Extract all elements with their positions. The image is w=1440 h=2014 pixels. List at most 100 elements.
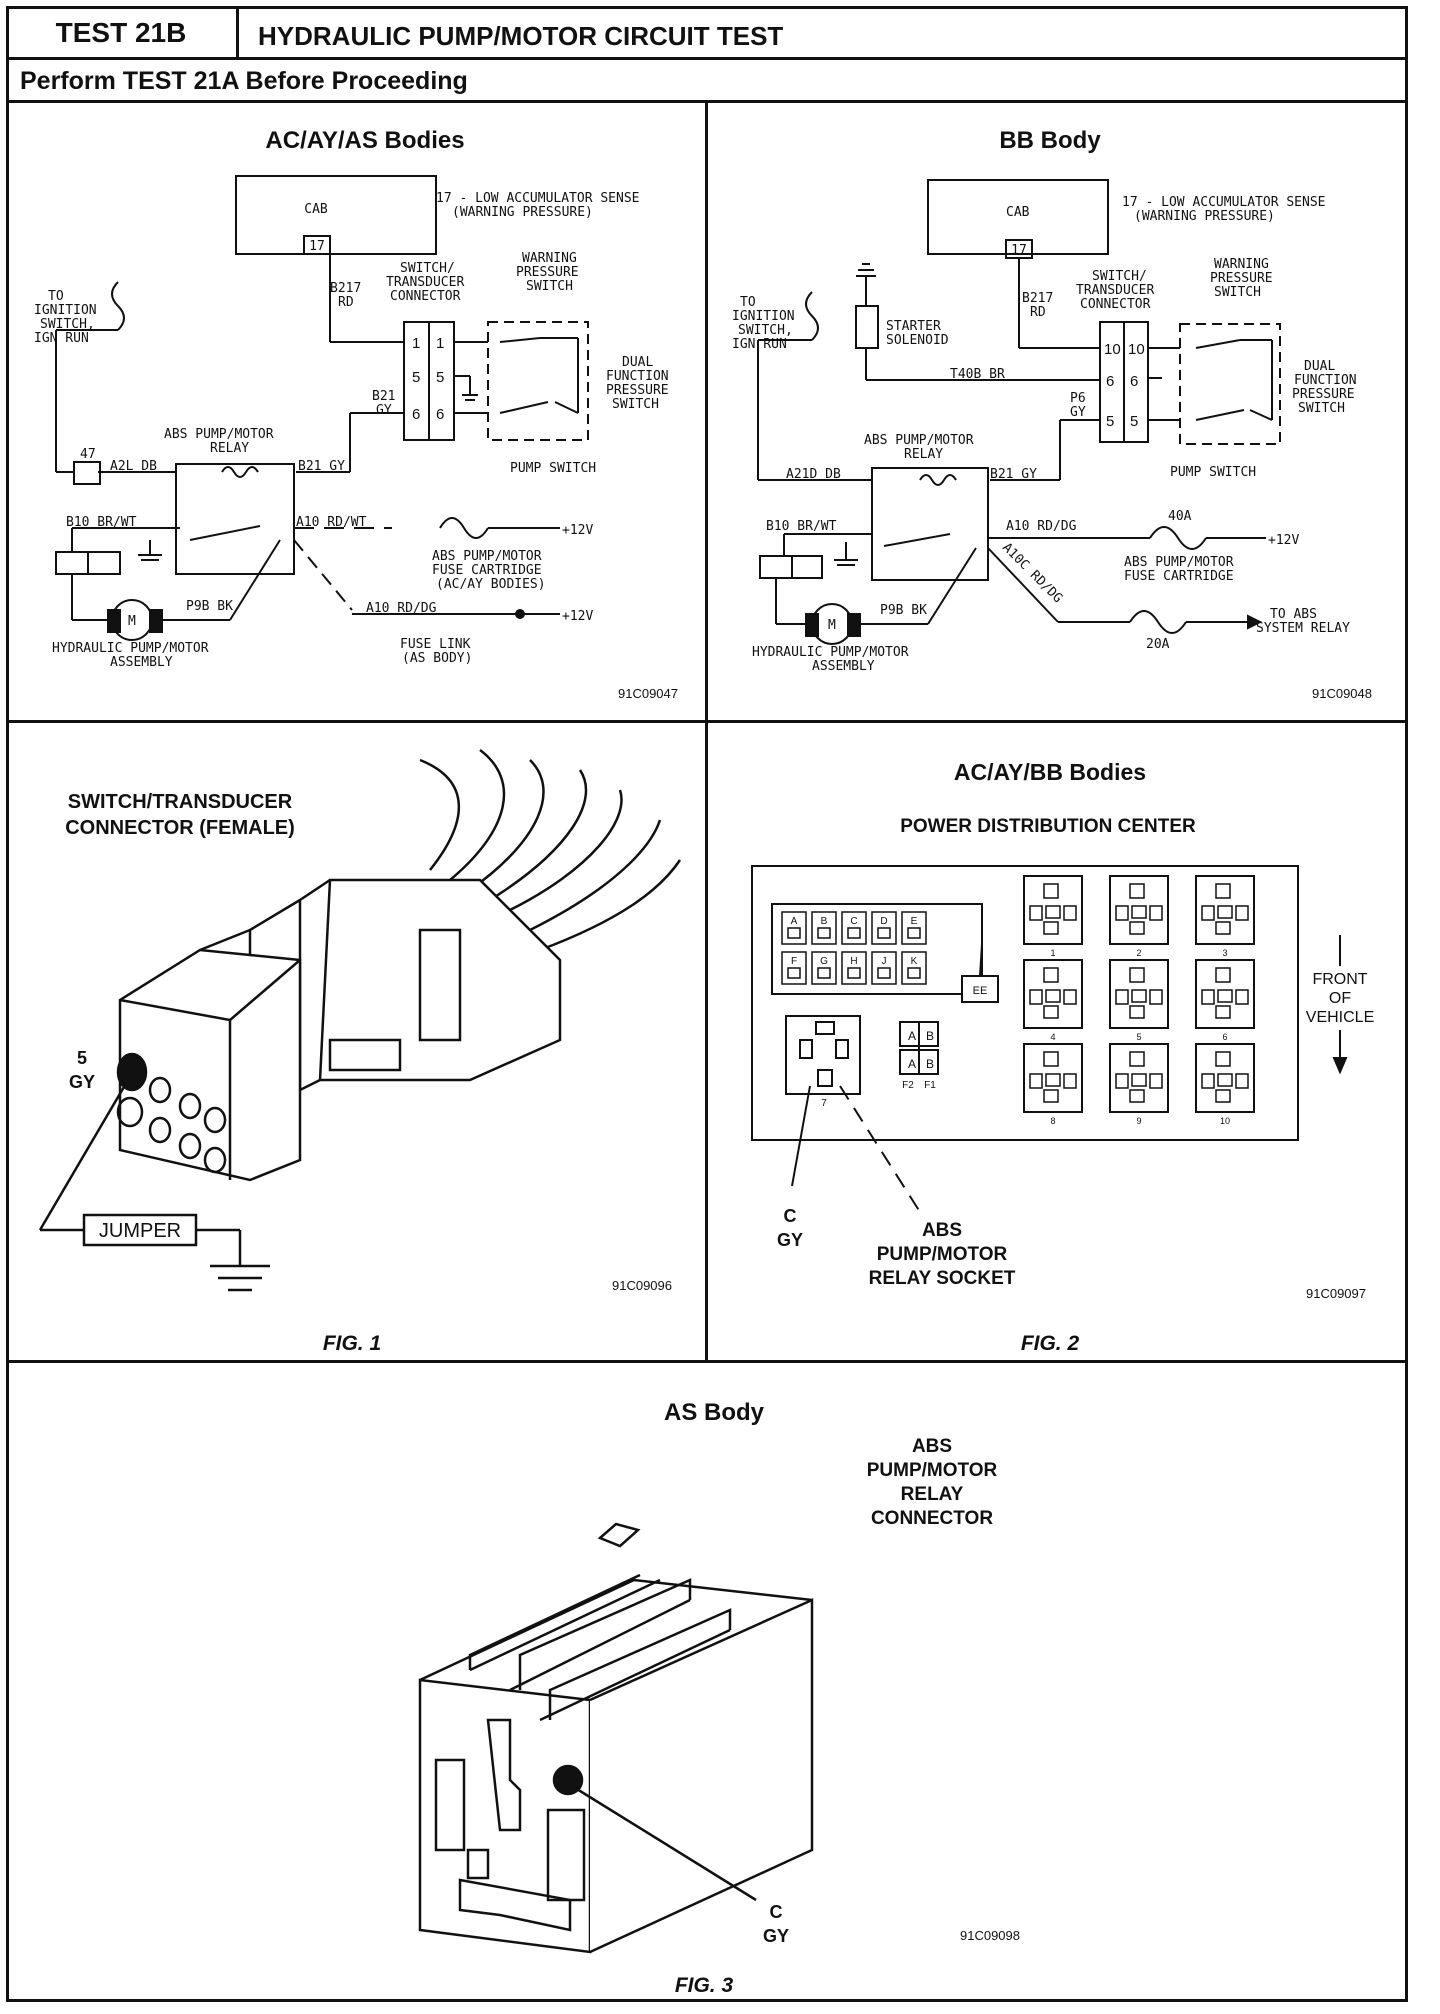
bb-schematic: [757, 179, 1281, 645]
fuse-cartridge-label: ABS PUMP/MOTOR: [1124, 555, 1234, 570]
cab-pin: 17: [309, 239, 325, 254]
socket-label: PUMP/MOTOR: [877, 1244, 1008, 1265]
figure-caption: FIG. 3: [675, 1974, 734, 1997]
relay-socket: [1023, 959, 1083, 1029]
voltage-label: +12V: [562, 609, 593, 624]
ac-schematic: [55, 175, 589, 641]
pin-label: 10: [1128, 341, 1145, 358]
ignition-label: IGN RUN: [732, 337, 787, 352]
relay-socket: [1023, 1043, 1083, 1113]
relay-socket: [1195, 875, 1255, 945]
f-label: F2: [902, 1080, 914, 1091]
fig1-title: SWITCH/TRANSDUCER: [68, 791, 293, 813]
fuse-letter: H: [850, 956, 857, 967]
relay-label: ABS PUMP/MOTOR: [164, 427, 274, 442]
fuse-link-label: FUSE LINK: [400, 637, 471, 652]
dual-label: DUAL: [1304, 359, 1335, 374]
fuse-blade: [817, 967, 831, 979]
wire-label: P6: [1070, 391, 1086, 406]
connector-label: TRANSDUCER: [386, 275, 464, 290]
pin-label: 1: [412, 335, 420, 352]
fuse-cell: [901, 911, 927, 945]
fuse-blade: [787, 927, 801, 939]
socket-label: RELAY SOCKET: [869, 1268, 1016, 1289]
warning-label: PRESSURE: [1210, 271, 1273, 286]
connector-illustration: [38, 749, 682, 1292]
figure-id: 91C09098: [960, 1928, 1020, 1943]
pin-label: 6: [1130, 373, 1138, 390]
socket-label: ABS: [922, 1220, 962, 1241]
figure-id: 91C09048: [1312, 686, 1372, 701]
dual-label: FUNCTION: [1294, 373, 1357, 388]
wire-color-label: GY: [763, 1926, 789, 1946]
fuse-cell: [781, 911, 807, 945]
ignition-label: IGNITION: [732, 309, 795, 324]
pin-label: 5: [436, 369, 444, 386]
wire-label: A21D DB: [786, 467, 841, 482]
connector-label: SWITCH/: [400, 261, 455, 276]
panel-title: BB Body: [999, 127, 1101, 154]
wire-label: B21 GY: [298, 459, 345, 474]
wire-color-label: GY: [69, 1072, 95, 1092]
fuse-rating: 40A: [1168, 509, 1192, 524]
motor-label: HYDRAULIC PUMP/MOTOR: [52, 641, 209, 656]
fuse-cell: [811, 951, 837, 985]
dual-label: FUNCTION: [606, 369, 669, 384]
fig3-labels: AS Body ABS PUMP/MOTOR RELAY CONNECTOR C…: [664, 1399, 1020, 1997]
fuse-cartridge-label: FUSE CARTRIDGE: [432, 563, 542, 578]
socket-number: 7: [821, 1098, 827, 1109]
pin-label: 5: [1106, 413, 1114, 430]
pump-switch-label: PUMP SWITCH: [510, 461, 596, 476]
wire-label: B10 BR/WT: [766, 519, 837, 534]
fig1-title: CONNECTOR (FEMALE): [65, 817, 295, 839]
relay-number: 5: [1136, 1032, 1141, 1042]
pin-label: 6: [436, 406, 444, 423]
pin-label: C: [784, 1206, 797, 1226]
fuse-letter: F: [791, 956, 797, 967]
abs-relay-label: SYSTEM RELAY: [1256, 621, 1350, 636]
relay-label: RELAY: [904, 447, 943, 462]
relay-number: 1: [1050, 948, 1055, 958]
fig3-title: AS Body: [664, 1399, 765, 1426]
fuse-letter: D: [880, 916, 887, 927]
figure-id: 91C09097: [1306, 1286, 1366, 1301]
fuse-cell: [841, 911, 867, 945]
dual-label: PRESSURE: [1292, 387, 1355, 402]
fuse-blade: [847, 967, 861, 979]
dual-label: DUAL: [622, 355, 653, 370]
cab-label: CAB: [304, 202, 328, 217]
wire-label: GY: [376, 403, 392, 418]
sense-label: (WARNING PRESSURE): [1134, 209, 1275, 224]
wire-label: A10 RD/WT: [296, 515, 367, 530]
dual-label: PRESSURE: [606, 383, 669, 398]
relay-socket: [1023, 875, 1083, 945]
motor-label: HYDRAULIC PUMP/MOTOR: [752, 645, 909, 660]
cab-pin: 17: [1011, 243, 1027, 258]
connector-label: PUMP/MOTOR: [867, 1460, 998, 1481]
relay-number: 10: [1220, 1116, 1230, 1126]
fig2-subtitle: POWER DISTRIBUTION CENTER: [900, 816, 1196, 837]
connector-label: CONNECTOR: [390, 289, 461, 304]
relay-number: 9: [1136, 1116, 1141, 1126]
ignition-label: TO: [48, 289, 64, 304]
header-row: [6, 6, 1408, 60]
pin-label: 1: [436, 335, 444, 352]
connector-label: CONNECTOR: [871, 1508, 993, 1529]
relay-label: ABS PUMP/MOTOR: [864, 433, 974, 448]
connector-label: TRANSDUCER: [1076, 283, 1154, 298]
fuse-cell: [901, 951, 927, 985]
fuse-letter: B: [821, 916, 828, 927]
relay-number: 6: [1222, 1032, 1227, 1042]
wire-label: B21 GY: [990, 467, 1037, 482]
f-label: F1: [924, 1080, 936, 1091]
fuse-cartridge-label: ABS PUMP/MOTOR: [432, 549, 542, 564]
wire-label: P9B BK: [186, 599, 233, 614]
fuse-cell: [841, 951, 867, 985]
relay-label: RELAY: [210, 441, 249, 456]
ignition-label: IGNITION: [34, 303, 97, 318]
wire-label: RD: [1030, 305, 1046, 320]
sense-label: (WARNING PRESSURE): [452, 205, 593, 220]
relay-socket: [1109, 959, 1169, 1029]
sense-label: 17 - LOW ACCUMULATOR SENSE: [1122, 195, 1326, 210]
